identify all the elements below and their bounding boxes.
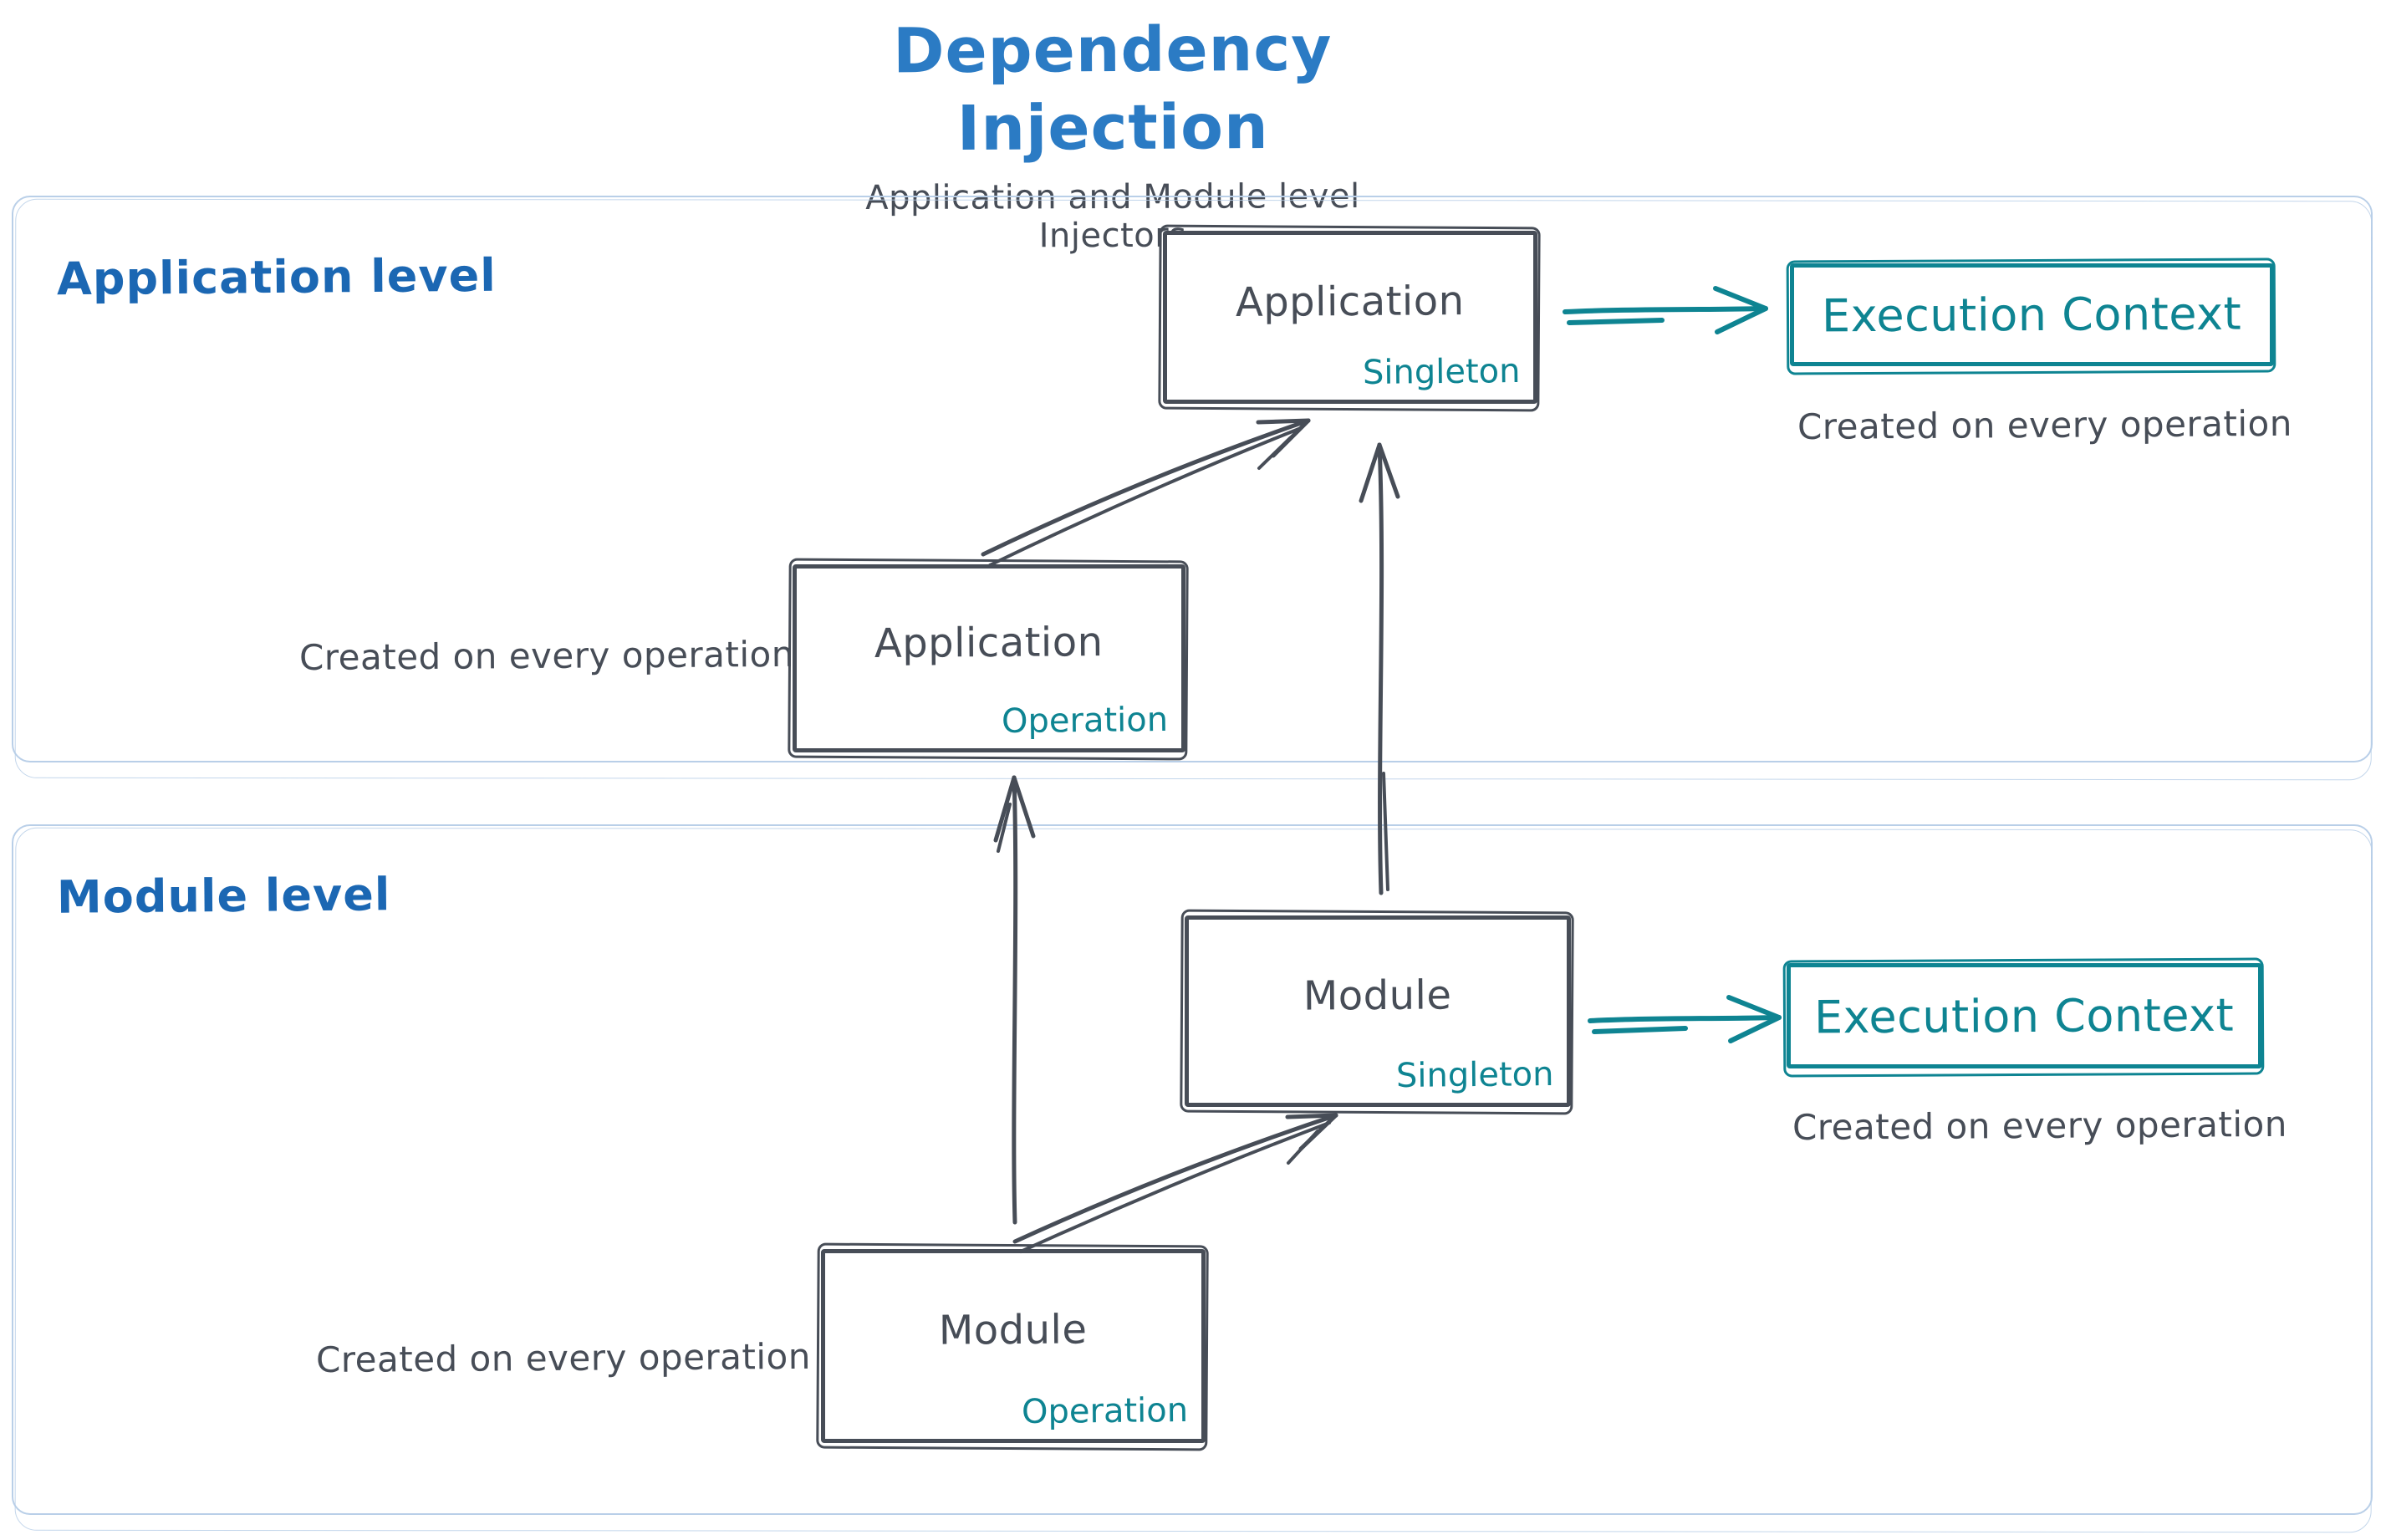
node-application-operation: Application Operation	[793, 564, 1185, 752]
node-application-singleton: Application Singleton	[1163, 231, 1537, 404]
node-title: Execution Context	[1822, 287, 2242, 343]
node-module-singleton: Module Singleton	[1185, 915, 1571, 1107]
node-module-operation: Module Operation	[821, 1249, 1206, 1443]
node-scope-label: Singleton	[1362, 352, 1521, 392]
node-execution-context-application: Execution Context	[1790, 263, 2274, 366]
node-scope-label: Singleton	[1395, 1055, 1554, 1095]
note-module-execution-context: Created on every operation	[1792, 1103, 2288, 1148]
note-module-operation: Created on every operation	[315, 1335, 812, 1380]
application-level-label: Application level	[56, 248, 497, 306]
node-scope-label: Operation	[1021, 1390, 1189, 1432]
node-title: Module	[1303, 971, 1452, 1020]
module-level-label: Module level	[56, 868, 391, 924]
node-title: Application	[1235, 277, 1465, 326]
application-level-frame	[12, 196, 2373, 762]
node-scope-label: Operation	[1001, 700, 1169, 742]
note-app-operation: Created on every operation	[298, 633, 795, 678]
node-title: Execution Context	[1814, 988, 2235, 1043]
node-title: Application	[874, 618, 1104, 667]
module-level-frame	[12, 824, 2373, 1515]
page-title: Dependency Injection	[892, 13, 1333, 165]
node-title: Module	[938, 1306, 1088, 1354]
node-execution-context-module: Execution Context	[1787, 963, 2262, 1068]
note-app-execution-context: Created on every operation	[1797, 402, 2293, 447]
